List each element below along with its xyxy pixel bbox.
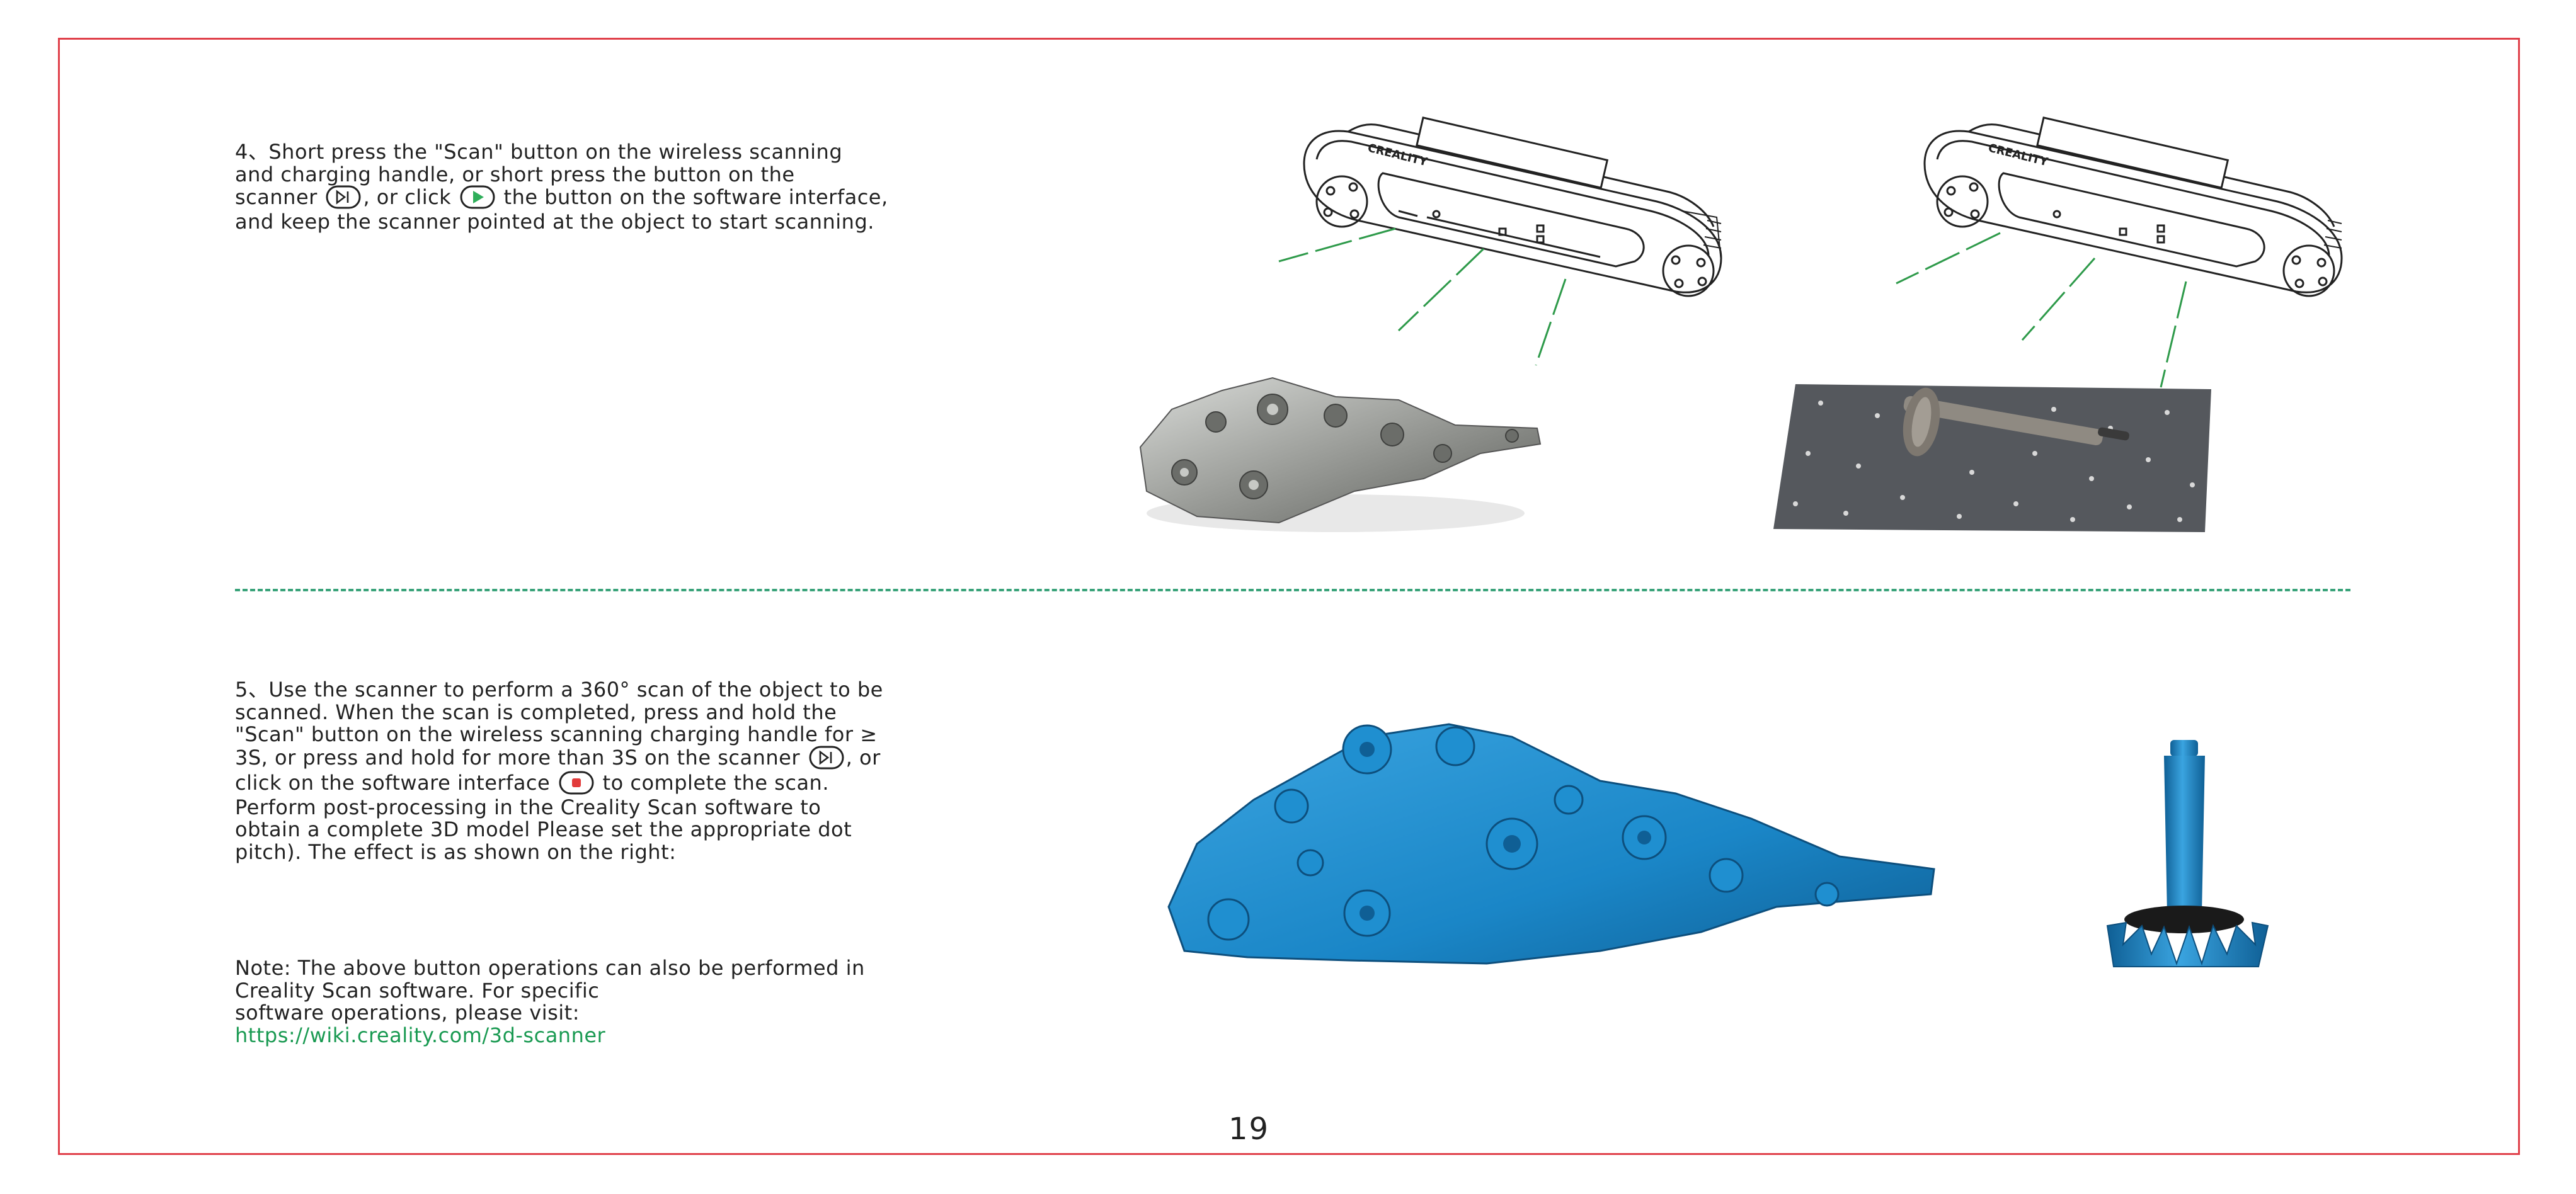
step5-line-3: "Scan" button on the wireless scanning c…	[235, 722, 878, 746]
section-divider	[235, 589, 2350, 591]
stop-button-icon	[559, 771, 594, 794]
step5-line-5: click on the software interface to compl…	[235, 770, 829, 795]
note-line-1: Note: The above button operations can al…	[235, 956, 865, 980]
page-border	[58, 38, 2520, 1155]
play-button-icon	[460, 185, 495, 209]
scanned-part-model	[1167, 723, 1935, 965]
note-line-3: software operations, please visit:	[235, 1001, 580, 1025]
step5-line-4: 3S, or press and hold for more than 3S o…	[235, 745, 881, 770]
scanner-button-icon	[326, 185, 361, 209]
step4-line-3: scanner , or click the button on the sof…	[235, 185, 888, 209]
scanned-gear-model	[2106, 740, 2269, 967]
step4-text: 4、Short press the "Scan" button on the w…	[235, 140, 888, 234]
note-text: Note: The above button operations can al…	[235, 957, 865, 1047]
step5-text: 5、Use the scanner to perform a 360° scan…	[235, 678, 883, 864]
step5-line-8: pitch). The effect is as shown on the ri…	[235, 839, 677, 864]
gear-on-mat-photo	[1773, 384, 2211, 532]
metal-part-photo	[1139, 377, 1542, 532]
scanner-illustration: CREALITY	[1278, 117, 1722, 366]
scanner-illustration: CREALITY	[1896, 117, 2343, 388]
step4-line-2: and charging handle, or short press the …	[235, 162, 795, 186]
step5-line-7: obtain a complete 3D model Please set th…	[235, 817, 852, 841]
wiki-link[interactable]: https://wiki.creality.com/3d-scanner	[235, 1023, 606, 1047]
step4-line-1: 4、Short press the "Scan" button on the w…	[235, 140, 843, 164]
step5-line-6: Perform post-processing in the Creality …	[235, 795, 821, 819]
step5-line-1: 5、Use the scanner to perform a 360° scan…	[235, 678, 883, 702]
step4-line-4: and keep the scanner pointed at the obje…	[235, 210, 874, 234]
note-line-2: Creality Scan software. For specific	[235, 978, 600, 1003]
scanner-button-icon	[809, 746, 844, 769]
page-number: 19	[1228, 1112, 1270, 1147]
step5-line-2: scanned. When the scan is completed, pre…	[235, 700, 837, 724]
